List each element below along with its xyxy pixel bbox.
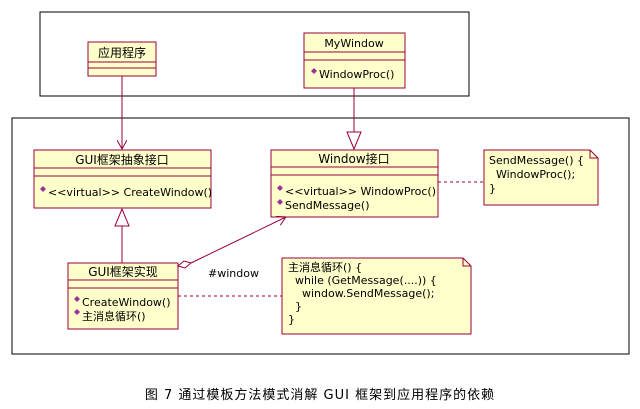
- class-window-interface-name: Window接口: [318, 151, 389, 166]
- class-gui-impl-member-1: 主消息循环(): [82, 309, 146, 323]
- class-window-interface-member-1: SendMessage(): [285, 199, 370, 212]
- class-window-interface: Window接口 <<virtual>> WindowProc() SendMe…: [270, 149, 439, 218]
- note-mainloop-line-3: }: [288, 300, 302, 313]
- generalization-arrow-gui: [114, 207, 130, 263]
- aggregation-arrow: [176, 217, 286, 269]
- class-mywindow-member-0: WindowProc(): [319, 68, 394, 81]
- class-app: 应用程序: [87, 41, 157, 77]
- note-mainloop-line-2: window.SendMessage();: [288, 287, 434, 300]
- note-sendmessage-line-1: WindowProc();: [489, 168, 575, 181]
- figure-caption: 图 7 通过模板方法模式消解 GUI 框架到应用程序的依赖: [144, 388, 496, 403]
- operation-marker-icon: [74, 296, 80, 302]
- class-window-interface-member-0: <<virtual>> WindowProc(): [285, 185, 436, 198]
- operation-marker-icon: [40, 186, 46, 192]
- note-mainloop: 主消息循环() { while (GetMessage(....)) { win…: [281, 257, 472, 335]
- class-gui-impl-name: GUI框架实现: [88, 264, 158, 279]
- class-gui-interface-name: GUI框架抽象接口: [75, 152, 169, 167]
- note-sendmessage: SendMessage() { WindowProc(); }: [483, 149, 599, 206]
- note-mainloop-line-4: }: [288, 313, 295, 326]
- operation-marker-icon: [74, 309, 80, 315]
- association-role-label: #window: [208, 267, 259, 280]
- operation-marker-icon: [277, 199, 283, 205]
- class-mywindow-name: MyWindow: [324, 37, 383, 50]
- class-app-name: 应用程序: [98, 45, 146, 60]
- class-gui-interface: GUI框架抽象接口 <<virtual>> CreateWindow(): [33, 149, 212, 209]
- class-gui-impl: GUI框架实现 CreateWindow() 主消息循环(): [67, 262, 179, 330]
- class-mywindow: MyWindow WindowProc(): [303, 32, 406, 89]
- note-mainloop-line-0: 主消息循环() {: [288, 260, 362, 274]
- note-sendmessage-line-2: }: [489, 182, 496, 195]
- operation-marker-icon: [277, 185, 283, 191]
- class-gui-impl-member-0: CreateWindow(): [82, 296, 171, 309]
- uml-diagram: 应用程序 MyWindow WindowProc() GUI框架抽象接口 <<v…: [11, 11, 630, 355]
- class-gui-interface-member-0: <<virtual>> CreateWindow(): [48, 186, 212, 199]
- note-sendmessage-line-0: SendMessage() {: [489, 154, 584, 167]
- note-mainloop-line-1: while (GetMessage(....)) {: [288, 274, 437, 287]
- upper-frame: [39, 11, 470, 97]
- generalization-arrow-mywindow: [346, 88, 362, 151]
- operation-marker-icon: [311, 68, 317, 74]
- lower-frame: [11, 117, 630, 355]
